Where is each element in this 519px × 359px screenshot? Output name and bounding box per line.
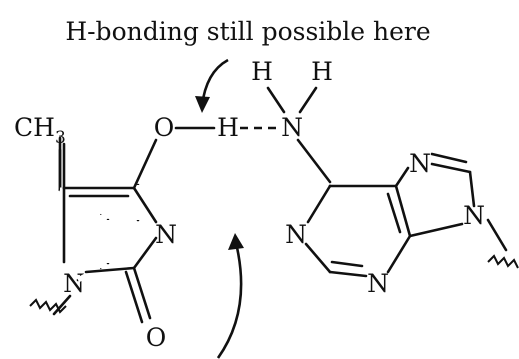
caption-text: H-bonding still possible here [65, 17, 430, 46]
curved-arrow-top [195, 58, 229, 113]
sugar-attachment-left [29, 298, 67, 314]
purine-bonds [304, 152, 508, 278]
pyrimidine-bonds [52, 126, 216, 324]
atom-o-carbonyl: O [146, 323, 167, 352]
atom-ch3: CH3 [14, 113, 66, 148]
atom-o-enol: O [154, 113, 175, 142]
atom-h-amine-right: H [311, 57, 333, 86]
atom-n3-pyrimidine: N [155, 220, 177, 249]
amine-bonds [266, 86, 332, 184]
atom-n9-purine: N [463, 201, 485, 230]
atom-n1-purine: N [285, 220, 307, 249]
sugar-attachment-right [487, 254, 519, 269]
atom-n3-purine: N [367, 269, 389, 298]
atom-h-amine-left: H [251, 57, 273, 86]
curved-arrow-bottom [216, 233, 244, 359]
atom-n-amine: N [281, 113, 303, 142]
atom-n1-pyrimidine: N [63, 269, 85, 298]
atom-h-enol: H [217, 113, 239, 142]
atom-n7-purine: N [409, 149, 431, 178]
